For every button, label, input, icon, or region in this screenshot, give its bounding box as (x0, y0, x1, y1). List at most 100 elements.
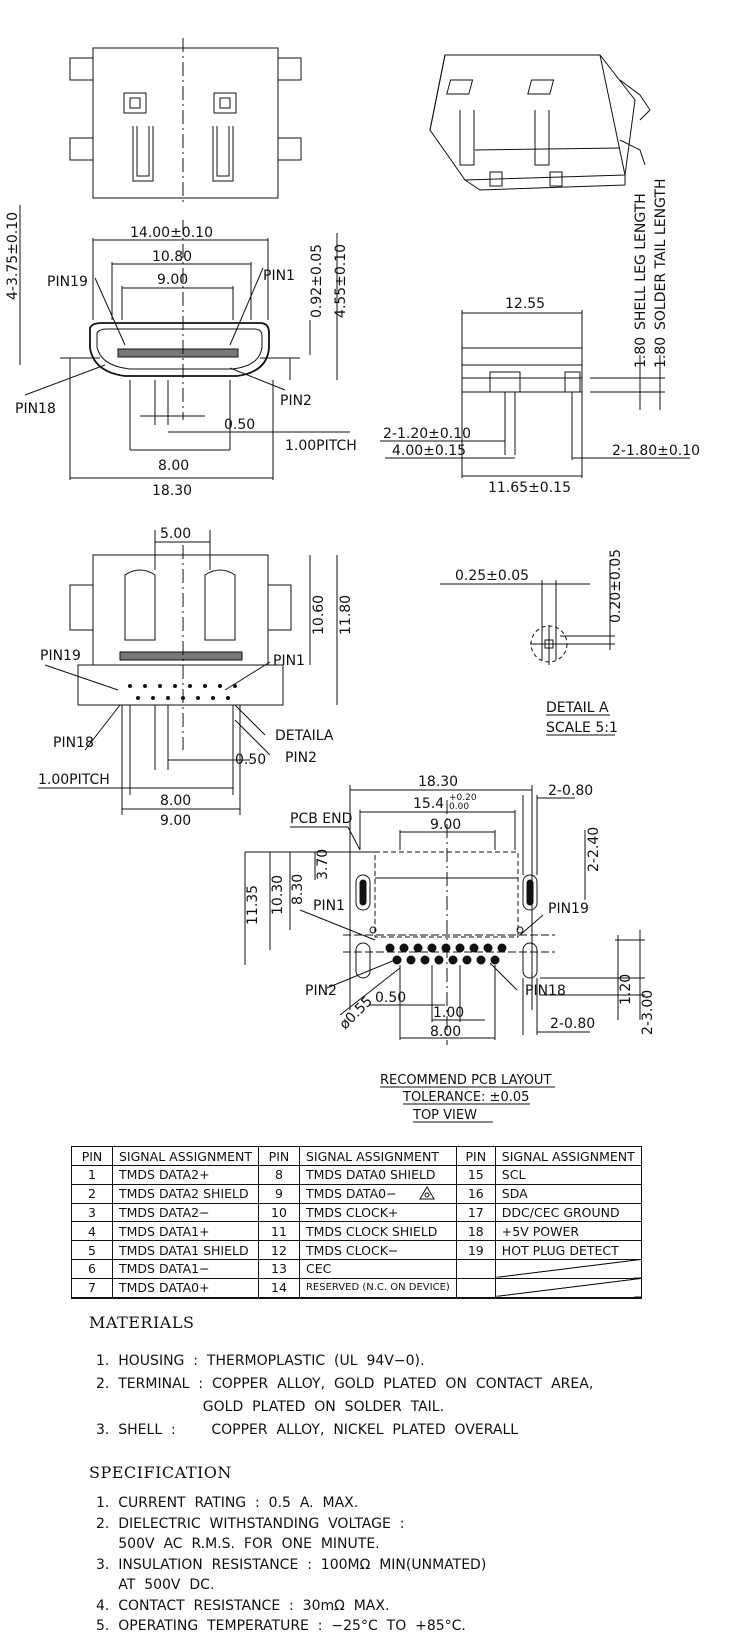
label-pin1: PIN1 (263, 268, 295, 284)
pcb-caption-line1: RECOMMEND PCB LAYOUT (380, 1073, 551, 1088)
pcb-dim-overall: 18.30 (418, 774, 458, 790)
table-cell: 17 (455, 1202, 496, 1223)
list-item: 2. DIELECTRIC WITHSTANDING VOLTAGE : (96, 1515, 405, 1532)
pcb-dim-h4: 3.70 (315, 849, 331, 880)
table-row: 1 TMDS DATA2+ 8 TMDS DATA0 SHIELD 15 SCL (71, 1165, 642, 1185)
dim-bottom-pin-step: 0.50 (235, 752, 266, 768)
table-cell: 7 (71, 1277, 113, 1299)
pcb-dim-tol-minus: 0.00 (449, 802, 469, 812)
label-solder-tail: SOLDER TAIL LENGTH (653, 179, 669, 330)
pcb-dim-h2: 10.30 (270, 875, 286, 915)
pcb-dim-right-b: 2-3.00 (640, 990, 656, 1035)
pcb-dim-slot-bottom: 2-0.80 (550, 1016, 595, 1032)
dim-bottom-slot-width: 9.00 (160, 813, 191, 829)
dim-width-slot: 9.00 (157, 272, 188, 288)
pcb-label-pin1: PIN1 (313, 898, 345, 914)
table-cell: SDA (494, 1183, 642, 1204)
table-cell: CEC (298, 1258, 457, 1279)
table-cell: TMDS DATA0− (298, 1183, 457, 1204)
label-bottom-pin1: PIN1 (273, 653, 305, 669)
pcb-label-pin18: PIN18 (525, 983, 566, 999)
dim-shell-leg-gap: 4-3.75±0.10 (5, 212, 21, 300)
detail-title: DETAIL A (546, 700, 609, 716)
table-row: 4 TMDS DATA1+ 11 TMDS CLOCK SHIELD 18 +5… (71, 1221, 642, 1242)
table-row: 5 TMDS DATA1 SHIELD 12 TMDS CLOCK− 19 HO… (71, 1240, 642, 1260)
label-bottom-detail: DETAILA (275, 728, 334, 744)
list-item: 1. CURRENT RATING : 0.5 A. MAX. (96, 1495, 359, 1511)
dim-detail-x: 0.25±0.05 (455, 568, 529, 584)
dim-bottom-height-a: 10.60 (311, 595, 327, 635)
table-cell: TMDS CLOCK+ (298, 1202, 457, 1223)
table-cell: 16 (455, 1183, 496, 1204)
table-cell: 11 (257, 1221, 300, 1242)
pcb-dim-pad-span: 8.00 (430, 1024, 461, 1040)
materials-title: MATERIALS (89, 1313, 195, 1332)
header-pin: PIN (455, 1146, 496, 1166)
table-cell: SCL (494, 1165, 642, 1185)
pcb-dim-slot-top: 2-0.80 (548, 783, 593, 799)
table-cell-empty (494, 1277, 642, 1299)
table-cell: +5V POWER (494, 1221, 642, 1242)
table-cell: 12 (257, 1240, 300, 1260)
table-cell: TMDS DATA0 SHIELD (298, 1165, 457, 1185)
dim-side-length: 12.55 (505, 296, 545, 312)
pcb-label-pcb-end: PCB END (290, 811, 352, 827)
list-item: 4. CONTACT RESISTANCE : 30mΩ MAX. (96, 1597, 390, 1614)
table-cell: 15 (455, 1165, 496, 1185)
pcb-dim-pad-step: 0.50 (375, 990, 406, 1006)
label-bottom-pin19: PIN19 (40, 648, 81, 664)
table-row: 6 TMDS DATA1− 13 CEC (71, 1258, 642, 1279)
pcb-layout (244, 785, 645, 1123)
list-item: 1. HOUSING : THERMOPLASTIC (UL 94V−0). (96, 1353, 425, 1369)
pin-assignment-table: PIN SIGNAL ASSIGNMENT PIN SIGNAL ASSIGNM… (71, 1146, 642, 1299)
table-cell: TMDS DATA1− (112, 1258, 259, 1279)
detail-a (440, 560, 615, 736)
dim-bottom-top-width: 5.00 (160, 526, 191, 542)
header-pin: PIN (71, 1146, 113, 1166)
table-cell: TMDS CLOCK SHIELD (298, 1221, 457, 1242)
header-signal: SIGNAL ASSIGNMENT (112, 1146, 259, 1166)
table-cell-empty (455, 1258, 496, 1279)
dim-leg-b: 4.00±0.15 (392, 443, 466, 459)
dim-pin-step: 0.50 (224, 417, 255, 433)
table-cell: DDC/CEC GROUND (494, 1202, 642, 1223)
list-item: GOLD PLATED ON SOLDER TAIL. (96, 1399, 445, 1415)
dim-bottom-pitch: 1.00PITCH (38, 772, 110, 788)
pcb-pad-row-top (399, 943, 507, 953)
table-cell: TMDS DATA2+ (112, 1165, 259, 1185)
dim-solder-tail-height: 1.80 (653, 337, 669, 368)
materials-list: 1. HOUSING : THERMOPLASTIC (UL 94V−0). 2… (96, 1350, 593, 1442)
dim-detail-y: 0.20±0.05 (608, 549, 624, 623)
front-view (19, 205, 350, 480)
list-item: 500V AC R.M.S. FOR ONE MINUTE. (96, 1536, 380, 1552)
dim-leg-a: 2-1.20±0.10 (383, 426, 471, 442)
table-cell: 8 (257, 1165, 300, 1185)
pcb-dim-outer-main: 15.4 (413, 796, 444, 812)
table-cell: 1 (71, 1165, 113, 1185)
dim-height-a: 0.92±0.05 (309, 244, 325, 318)
pcb-pad-row-bottom (385, 943, 500, 965)
table-row: 7 TMDS DATA0+ 14 RESERVED (N.C. ON DEVIC… (71, 1277, 642, 1299)
header-signal: SIGNAL ASSIGNMENT (298, 1146, 457, 1166)
table-cell: TMDS DATA2 SHIELD (112, 1183, 259, 1204)
header-pin: PIN (257, 1146, 300, 1166)
table-row: 3 TMDS DATA2− 10 TMDS CLOCK+ 17 DDC/CEC … (71, 1202, 642, 1223)
label-shell-leg: SHELL LEG LENGTH (633, 193, 649, 330)
dim-width-overall: 14.00±0.10 (130, 225, 213, 241)
pcb-dim-pad-pitch: 1.00 (433, 1005, 464, 1021)
connector-isometric-view (429, 54, 651, 191)
dim-tail-span: 11.65±0.15 (488, 480, 571, 496)
side-view (380, 310, 690, 478)
specification-title: SPECIFICATION (89, 1463, 232, 1482)
table-cell: 13 (257, 1258, 300, 1279)
label-bottom-pin2: PIN2 (285, 750, 317, 766)
pcb-dim-right-a: 1.20 (618, 974, 634, 1005)
pcb-caption-line2: TOLERANCE: ±0.05 (402, 1090, 529, 1105)
table-cell-empty (494, 1258, 642, 1279)
table-row: 2 TMDS DATA2 SHIELD 9 TMDS DATA0− 16 SDA (71, 1183, 642, 1204)
list-item: 3. SHELL : COPPER ALLOY, NICKEL PLATED O… (96, 1422, 519, 1438)
table-cell: 9 (257, 1183, 300, 1204)
pcb-dim-slot-height: 2-2.40 (586, 827, 602, 872)
table-cell: 18 (455, 1221, 496, 1242)
list-item: 3. INSULATION RESISTANCE : 100MΩ MIN(UNM… (96, 1556, 487, 1573)
